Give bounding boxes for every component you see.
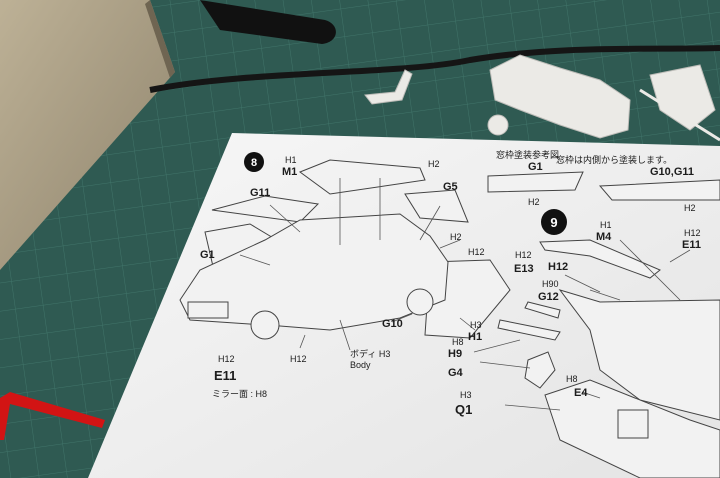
red-tool xyxy=(0,392,105,440)
cardboard-box-edge xyxy=(145,0,175,78)
roof-part-m1 xyxy=(298,159,426,195)
step8-number: 8 xyxy=(251,157,257,169)
label-q1-code: H3 xyxy=(460,390,472,400)
black-pen xyxy=(200,0,336,44)
rear-wheel-drawing xyxy=(406,288,434,316)
front-wheel-drawing xyxy=(250,310,280,340)
paint-ref-g10-drawing xyxy=(598,179,720,201)
label-h12-side: H12 xyxy=(468,247,485,257)
rear-body-drawing xyxy=(558,289,720,421)
label-g10: G10 xyxy=(382,318,403,330)
step8-panel: 8 H1 M1 H2 G11 G5 G1 H2 H12 H12 E11 ミラー面… xyxy=(179,152,511,399)
label-m1-code: H1 xyxy=(285,155,297,165)
cardboard-box xyxy=(0,0,175,270)
paint-ref-g10: G10,G11 xyxy=(650,166,694,178)
label-h12-9: H12 xyxy=(548,261,568,273)
part-e13-drawing xyxy=(524,301,561,319)
car-body-drawing xyxy=(179,213,449,331)
label-g12-code: H90 xyxy=(542,279,559,289)
paint-reference-panel: 窓枠塗装参考図 窓枠は内側から塗装します。 G1 H2 G10,G11 H2 xyxy=(487,149,720,213)
label-e11-9: E11 xyxy=(682,239,701,251)
label-h9: H9 xyxy=(448,348,462,360)
label-h12-mid: H12 xyxy=(290,354,307,364)
label-e11-code: H12 xyxy=(684,228,701,238)
label-m4-code: H1 xyxy=(600,220,612,230)
label-g4: G4 xyxy=(448,367,464,379)
label-body-jp: ボディ H3 xyxy=(350,348,390,359)
paint-ref-g10-code: H2 xyxy=(684,203,696,213)
step9-panel: 9 H1 M4 H12 E11 H12 E13 H12 H90 G12 H8 H… xyxy=(448,209,720,478)
paint-ref-note: 窓枠は内側から塗装します。 xyxy=(556,154,672,165)
label-h9-code: H8 xyxy=(452,337,464,347)
label-e11: E11 xyxy=(214,368,236,383)
label-g11: G11 xyxy=(250,187,270,199)
black-cable xyxy=(149,45,720,93)
part-h9-drawing xyxy=(497,319,561,341)
plastic-sprue-parts xyxy=(364,54,720,142)
paint-ref-g1: G1 xyxy=(528,161,543,173)
step9-number: 9 xyxy=(550,215,557,230)
label-q1: Q1 xyxy=(455,402,472,417)
paint-ref-title: 窓枠塗装参考図 xyxy=(496,149,559,160)
leader-lines-step8 xyxy=(239,178,476,351)
label-h3-h1: H3 xyxy=(470,320,482,330)
label-g12: G12 xyxy=(538,291,559,303)
label-h2-side: H2 xyxy=(450,232,462,242)
label-h1: H1 xyxy=(468,331,482,343)
paint-ref-g1-drawing xyxy=(487,171,584,193)
label-g1: G1 xyxy=(200,249,215,261)
paint-ref-g1-code: H2 xyxy=(528,197,540,207)
part-m4-drawing xyxy=(539,239,661,279)
label-e4-code: H8 xyxy=(566,374,578,384)
label-body-en: Body xyxy=(350,360,371,370)
window-part-g5 xyxy=(404,189,469,223)
label-e13-code: H12 xyxy=(515,250,532,260)
leader-lines-step9 xyxy=(473,239,691,411)
label-h12-bottom: H12 xyxy=(218,354,235,364)
label-mirror: ミラー面 : H8 xyxy=(212,389,267,399)
label-m4: M4 xyxy=(596,231,612,243)
label-e4: E4 xyxy=(574,387,588,399)
window-part-g11 xyxy=(211,195,320,223)
grille-drawing xyxy=(187,301,229,319)
label-g5: G5 xyxy=(443,181,458,193)
label-e13: E13 xyxy=(514,263,534,275)
license-plate-drawing xyxy=(617,409,649,439)
part-g4-drawing xyxy=(524,351,556,389)
label-h2-top: H2 xyxy=(428,159,440,169)
label-m1: M1 xyxy=(282,166,297,178)
